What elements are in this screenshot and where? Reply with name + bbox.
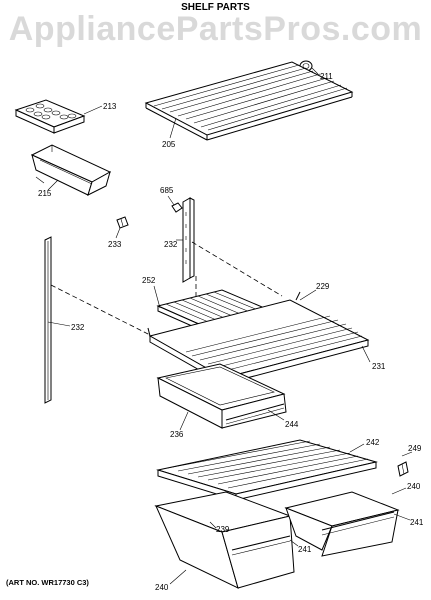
part-249-bracket[interactable]	[397, 461, 409, 477]
label-232-upper: 232	[164, 240, 178, 249]
label-240-left: 240	[155, 583, 169, 592]
part-233-bracket[interactable]	[116, 216, 129, 229]
part-236-small-drawer[interactable]	[156, 363, 287, 429]
part-232-upper-rail[interactable]	[182, 197, 195, 283]
leader-lines	[47, 67, 413, 585]
label-249: 249	[408, 444, 422, 453]
label-240-right: 240	[407, 482, 421, 491]
part-240-right-crisper[interactable]	[284, 491, 400, 557]
watermark-text: AppliancePartsPros.com	[8, 10, 423, 48]
label-229: 229	[316, 282, 330, 291]
label-236: 236	[170, 430, 184, 439]
diagram-title: SHELF PARTS	[181, 2, 250, 13]
label-215: 215	[38, 189, 52, 198]
label-241-mid: 241	[298, 545, 312, 554]
part-213-egg-tray[interactable]	[14, 99, 103, 134]
label-685: 685	[160, 186, 174, 195]
label-231: 231	[372, 362, 386, 371]
part-242-lower-glass-shelf[interactable]	[156, 439, 378, 501]
label-211: 211	[320, 72, 333, 81]
label-232-left: 232	[71, 323, 85, 332]
art-number: (ART NO. WR17730 C3)	[6, 578, 89, 587]
part-215-door-bin[interactable]	[30, 144, 112, 196]
label-233: 233	[108, 240, 122, 249]
label-239: 239	[216, 525, 230, 534]
label-241-right: 241	[410, 518, 424, 527]
part-205-wire-shelf[interactable]	[144, 61, 354, 141]
part-232-left-rail[interactable]	[44, 236, 52, 404]
label-213: 213	[103, 102, 117, 111]
label-205: 205	[162, 140, 176, 149]
part-240-left-crisper[interactable]	[154, 491, 295, 589]
part-685-clip[interactable]	[167, 195, 183, 213]
label-252: 252	[142, 276, 156, 285]
label-242: 242	[366, 438, 380, 447]
part-231-shelf-frame[interactable]	[147, 291, 370, 385]
label-244: 244	[285, 420, 299, 429]
